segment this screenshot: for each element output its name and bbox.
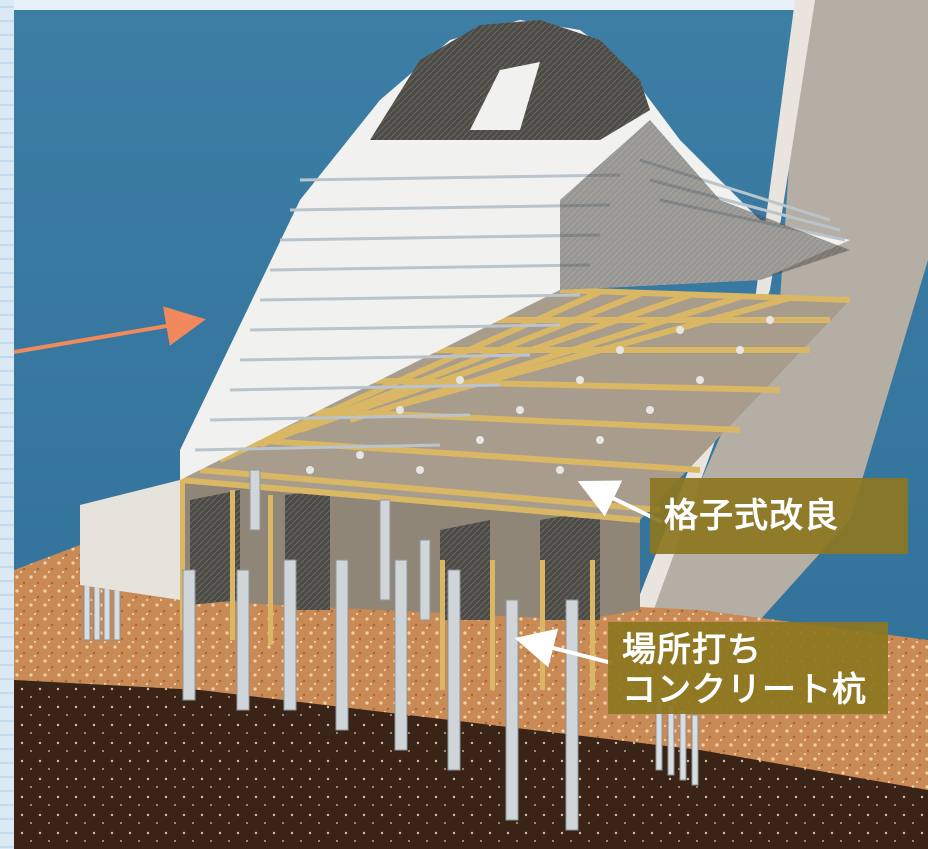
slab-holes	[306, 316, 774, 474]
pile-pointer-arrow	[514, 628, 613, 668]
lattice-improvement-label: 格子式改良	[650, 478, 908, 554]
cast-in-place-pile-label: 場所打ち コンクリート杭	[608, 622, 888, 714]
embankment-right-dark-face	[560, 120, 850, 290]
embankment-body	[180, 20, 850, 480]
deep-soil-layer	[14, 680, 928, 849]
right-small-piles	[655, 699, 699, 786]
concrete-piles	[182, 469, 579, 831]
orange-pointer-arrow	[13, 306, 206, 354]
lattice-walls	[190, 490, 600, 620]
lattice-posts	[180, 480, 595, 690]
left-margin-strip	[0, 0, 14, 849]
embankment-steps	[194, 158, 846, 452]
pile-label-line1: 場所打ち	[622, 630, 762, 670]
lattice-improvement-text: 格子式改良	[664, 495, 839, 536]
pile-label-line2: コンクリート杭	[622, 670, 867, 711]
